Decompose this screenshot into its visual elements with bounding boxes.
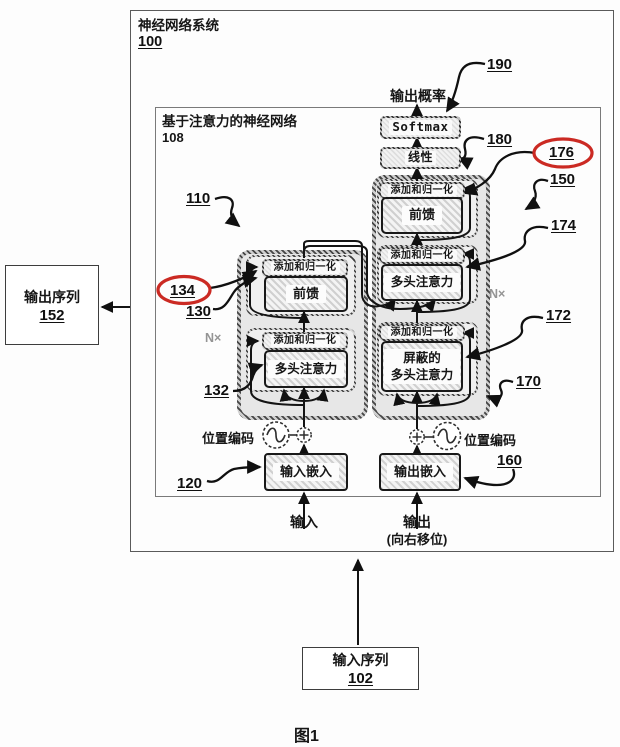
linear-layer-box: 线性 [380,147,461,169]
attention-network-box [155,107,601,497]
softmax-layer-box: Softmax [380,116,461,139]
plus-circle-icon [296,427,312,443]
output-probability-label: 输出概率 [390,88,446,104]
red-highlight-ellipses [156,137,594,306]
network-title-block: 基于注意力的神经网络 108 [162,110,297,145]
network-ref: 108 [162,130,184,145]
linear-label: 线性 [404,150,436,165]
output-sequence-title: 输出序列 [24,288,80,305]
encoder-multi-head-attention-box: 多头注意力 [264,350,348,388]
encoder-feed-forward-box: 前馈 [264,276,348,312]
encoder-addnorm2-bar: 添加和归一化 [262,332,348,350]
reference-leader-lines [206,61,549,489]
decoder-feed-forward-box: 前馈 [381,197,463,234]
ref-170: 170 [516,373,542,390]
output-sequence-ref: 152 [39,306,65,324]
positional-encoding-label-left: 位置编码 [202,431,255,446]
ref-176: 176 [549,144,575,161]
masked-label-line1: 屏蔽的 [403,351,441,366]
output-embedding-box: 输出嵌入 [379,453,461,491]
add-norm-label: 添加和归一化 [387,249,457,262]
ref-174: 174 [551,217,577,234]
highlight-ellipse-134 [156,274,212,306]
decoder-addnorm3-bar: 添加和归一化 [379,324,465,341]
highlight-ellipse-176 [532,137,594,169]
ref-130: 130 [186,303,212,320]
pos-encoding-links [290,434,433,438]
sine-wave-icon [432,421,462,451]
feed-forward-label: 前馈 [401,206,442,225]
masked-label-line2: 多头注意力 [390,367,454,382]
ref-180: 180 [487,131,513,148]
masked-attention-label: 屏蔽的 多头注意力 [383,349,461,384]
output-shifted-label: (向右移位) [386,532,448,547]
network-title: 基于注意力的神经网络 [162,114,297,129]
system-ref: 100 [138,34,163,50]
input-sequence-box: 输入序列 102 [302,647,419,690]
encoder-nx-label: N× [205,331,222,345]
add-norm-label: 添加和归一化 [387,184,457,197]
positional-encoding-label-right: 位置编码 [464,433,517,448]
ref-132: 132 [204,382,230,399]
input-embedding-box: 输入嵌入 [264,453,348,491]
output-embedding-label: 输出嵌入 [386,462,453,482]
ref-160: 160 [497,452,523,469]
ref-110: 110 [186,190,211,207]
multi-head-attention-label: 多头注意力 [267,359,345,379]
masked-multi-head-attention-box: 屏蔽的 多头注意力 [381,341,463,392]
system-box [130,10,614,552]
ref-120: 120 [177,475,203,492]
decoder-multi-head-attention-box: 多头注意力 [381,264,463,301]
plus-circle-icon [409,429,425,445]
input-embedding-label: 输入嵌入 [272,462,339,482]
softmax-label: Softmax [389,119,452,135]
ref-190: 190 [487,56,513,73]
input-sequence-title: 输入序列 [332,652,389,668]
decoder-addnorm2-bar: 添加和归一化 [379,247,465,264]
encoder-addnorm1-bar: 添加和归一化 [262,259,348,277]
positional-encoding-symbols [262,421,462,451]
output-label: 输出 [403,514,431,530]
input-label: 输入 [290,514,318,530]
decoder-addnorm1-bar: 添加和归一化 [379,182,465,199]
ref-134: 134 [170,282,196,299]
multi-head-attention-label: 多头注意力 [383,273,461,292]
input-sequence-ref: 102 [347,670,374,687]
add-norm-label: 添加和归一化 [270,335,340,347]
feed-forward-label: 前馈 [285,284,326,304]
decoder-nx-label: N× [489,287,506,301]
ref-150: 150 [550,171,576,188]
add-norm-label: 添加和归一化 [387,326,457,339]
system-title-block: 神经网络系统 100 [138,14,219,50]
add-norm-label: 添加和归一化 [270,262,340,274]
system-title: 神经网络系统 [138,18,219,33]
ref-172: 172 [546,307,572,324]
sine-wave-icon [262,421,290,449]
figure-caption: 图1 [294,728,319,745]
output-sequence-box: 输出序列 152 [5,265,99,345]
